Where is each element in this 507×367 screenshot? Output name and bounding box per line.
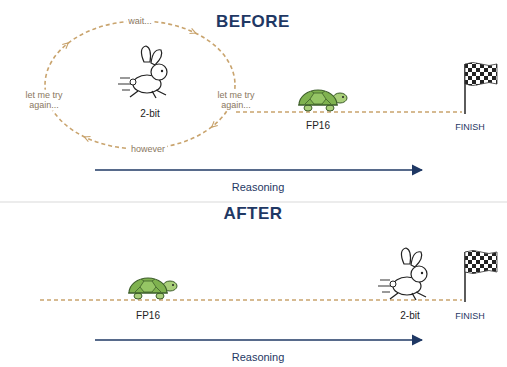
turtle-figure	[298, 90, 347, 111]
loop-note: wait...	[126, 16, 154, 26]
track-line	[236, 111, 462, 113]
reasoning-axis	[95, 169, 422, 171]
rabbit-figure	[118, 46, 167, 98]
loop-arrowhead	[214, 122, 218, 126]
finish-label: FINISH	[455, 311, 485, 321]
loop-note: however	[129, 144, 167, 154]
section-heading: AFTER	[223, 204, 282, 224]
model-label: FP16	[136, 310, 160, 322]
section-heading: BEFORE	[216, 12, 290, 32]
finish-label: FINISH	[455, 122, 485, 132]
divider	[0, 202, 507, 203]
turtle-figure	[128, 278, 177, 299]
axis-label: Reasoning	[232, 351, 285, 364]
axis-label: Reasoning	[232, 181, 285, 194]
track-line	[40, 299, 462, 301]
model-label: FP16	[306, 120, 330, 132]
loop-arrowhead	[188, 30, 194, 32]
loop-note: let me try again...	[208, 90, 264, 111]
model-label: 2-bit	[140, 108, 159, 120]
reasoning-axis	[95, 339, 422, 341]
loop-arrowhead	[87, 138, 93, 140]
loop-note: let me try again...	[16, 90, 72, 111]
retry-loop	[45, 21, 235, 149]
rabbit-figure	[378, 248, 427, 300]
loop-arrowhead	[62, 45, 66, 49]
model-label: 2-bit	[400, 310, 419, 322]
finish-flag	[465, 63, 497, 115]
finish-flag	[465, 251, 497, 303]
